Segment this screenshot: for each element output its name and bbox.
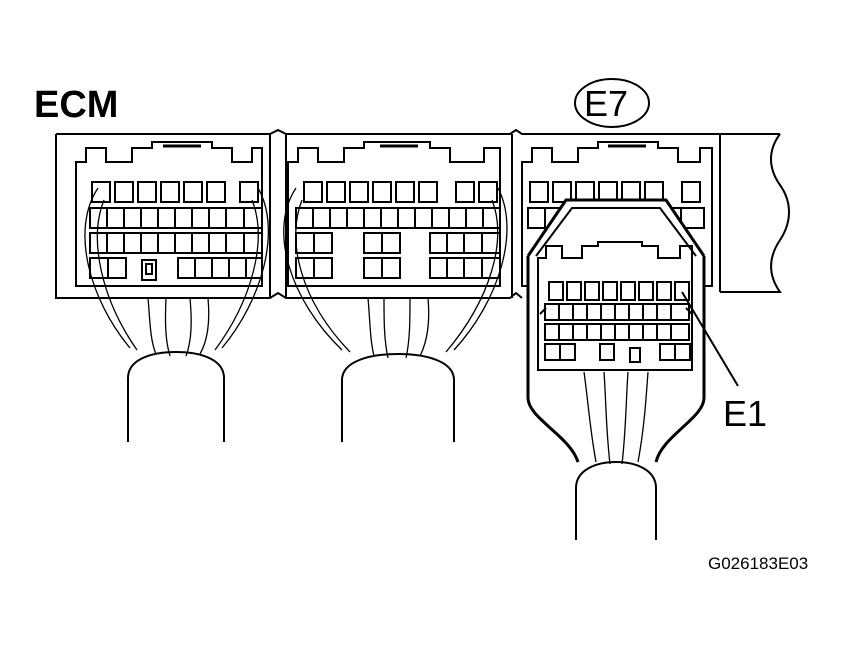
harness-2 — [283, 187, 508, 442]
harness-1 — [84, 187, 270, 442]
figure-code: G026183E03 — [708, 554, 809, 573]
harness-e7 — [575, 371, 657, 540]
ecm-label: ECM — [34, 84, 119, 126]
e7-callout-ellipse — [574, 78, 650, 128]
e1-leader-line — [681, 291, 739, 387]
e7-mating-connector — [526, 198, 706, 540]
connector-2 — [283, 141, 508, 442]
ecm-housing — [55, 128, 790, 299]
e7-pins — [544, 281, 691, 363]
connector-1-pins — [89, 181, 263, 281]
e1-terminal-label: E1 — [723, 393, 768, 434]
connector-1 — [75, 141, 270, 442]
connector-2-pins — [295, 181, 501, 279]
e7-connector-label: E7 — [584, 83, 629, 124]
